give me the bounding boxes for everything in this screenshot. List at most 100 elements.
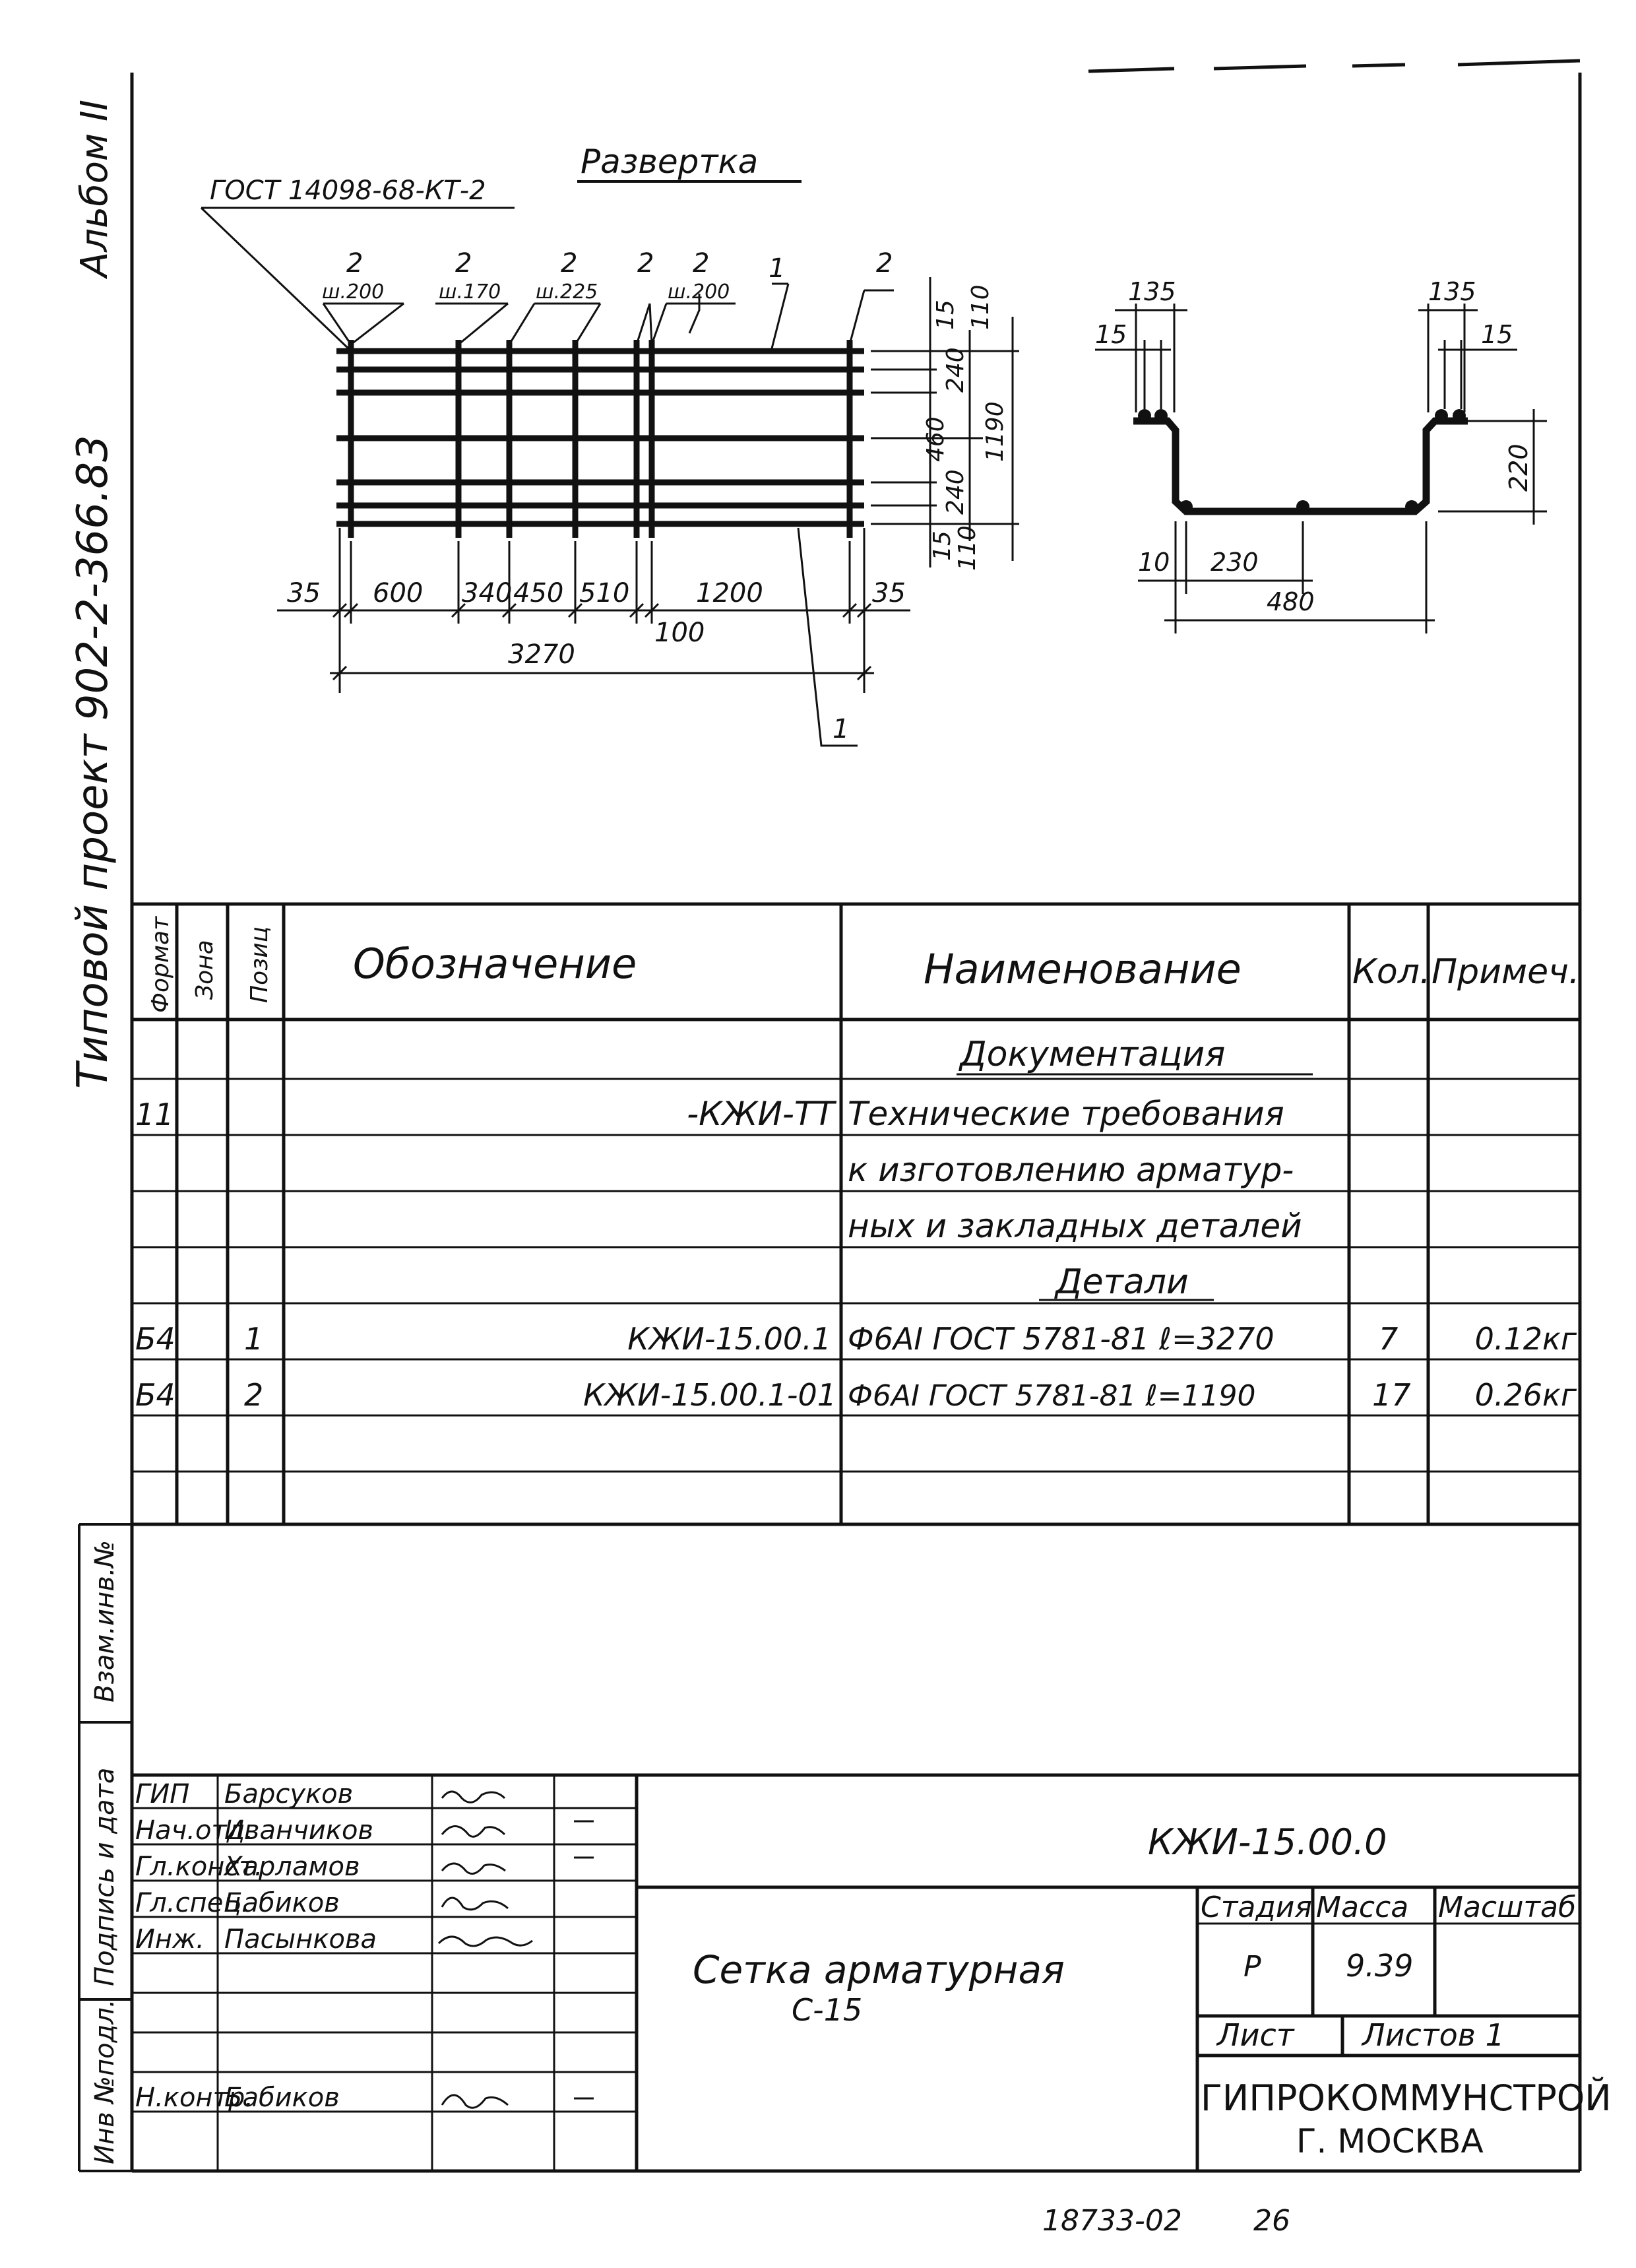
scale-label: Масштаб	[1438, 1891, 1576, 1924]
archive-number: 18733-02	[1042, 2204, 1182, 2238]
row-7-format: Б4	[135, 1377, 175, 1413]
tb-name-engineer: Пасынкова	[224, 1924, 377, 1955]
dim-total-3270: 3270	[508, 639, 575, 670]
row-2-format: 11	[135, 1097, 174, 1132]
dim-35-right: 35	[872, 578, 906, 608]
tb-role-chief-designer: Гл.конст.	[135, 1852, 263, 1882]
dim-600: 600	[373, 578, 423, 608]
callout-pos-6a: 1	[769, 253, 785, 284]
header-format: Формат	[147, 916, 174, 1013]
organization-name: ГИПРОКОММУНСТРОЙ	[1201, 2077, 1612, 2119]
callout-pos-2a: 2	[455, 248, 472, 278]
dim-right-110-top: 110	[967, 284, 994, 330]
callout-step-2a: ш.170	[439, 280, 501, 304]
project-label: Типовой проект 902-2-366.83	[69, 435, 117, 1089]
sheets-label: Листов 1	[1361, 2017, 1505, 2053]
mesh-transverse-bars	[348, 340, 853, 538]
stamp-label-inv-podl: Инв №подл.	[90, 1999, 120, 2164]
dim-510: 510	[579, 578, 629, 608]
dim-right-15-bottom: 15	[929, 531, 956, 561]
row-6-qty: 7	[1379, 1321, 1398, 1357]
dim-100: 100	[654, 618, 705, 648]
dim-right-1190: 1190	[982, 401, 1009, 462]
title-block-grid	[132, 1773, 1580, 2171]
dim-right-240-top: 240	[942, 347, 969, 393]
dim-right-240-bottom: 240	[942, 469, 969, 515]
callout-pos-5a: 2	[693, 248, 709, 278]
row-6-designation: КЖИ-15.00.1	[627, 1321, 831, 1357]
callout-pos-7a: 2	[876, 248, 893, 278]
row-7-position: 2	[244, 1377, 263, 1413]
pos-1-label: 1	[833, 714, 849, 744]
stage-label: Стадия	[1201, 1891, 1312, 1924]
section-dim-15-left: 15	[1095, 320, 1127, 349]
row-2-designation: -КЖИ-ТТ	[687, 1095, 836, 1133]
mass-label: Масса	[1316, 1891, 1408, 1924]
tb-role-norm-control: Н.контр.	[135, 2083, 253, 2113]
dim-340: 340	[462, 578, 512, 608]
callout-pos-3a: 2	[561, 248, 577, 278]
product-mark: С-15	[792, 1992, 862, 2028]
row-6-note: 0.12кг	[1475, 1321, 1577, 1357]
header-note: Примеч.	[1432, 952, 1579, 992]
row-7-designation: КЖИ-15.00.1-01	[583, 1377, 836, 1413]
gost-reference: ГОСТ 14098-68-КТ-2	[210, 176, 486, 206]
row-4-name: ных и закладных деталей	[848, 1207, 1302, 1245]
tb-role-head-dept: Нач.отд.	[135, 1815, 253, 1846]
callout-pos-4a: 2	[637, 248, 654, 278]
row-7-name: Ф6АI ГОСТ 5781-81 ℓ=1190	[848, 1379, 1256, 1413]
tb-name-chief-specialist: Бабиков	[224, 1888, 340, 1918]
section-dim-230: 230	[1211, 548, 1259, 577]
section-dim-220: 220	[1504, 443, 1533, 492]
document-code: КЖИ-15.00.0	[1148, 1821, 1387, 1863]
stamp-label-replacement-inv: Взам.инв.№	[90, 1540, 120, 1702]
tb-role-gip: ГИП	[135, 1779, 189, 1809]
callout-step-3a: ш.225	[536, 280, 598, 304]
row-7-note: 0.26кг	[1475, 1377, 1577, 1413]
dim-right-460: 460	[922, 416, 949, 462]
row-7-qty: 17	[1372, 1377, 1411, 1413]
organization-city: Г. МОСКВА	[1296, 2122, 1484, 2160]
dim-right-110-bottom: 110	[954, 525, 981, 571]
callout-pos-1a: 2	[346, 248, 363, 278]
dim-450: 450	[513, 578, 563, 608]
mesh-longitudinal-bars	[336, 348, 864, 527]
page-number: 26	[1253, 2204, 1290, 2238]
dim-right-15-top: 15	[932, 300, 959, 330]
section-dim-15-right: 15	[1481, 320, 1513, 349]
section-dim-10: 10	[1138, 548, 1170, 577]
cross-section	[1133, 409, 1468, 515]
header-zone: Зона	[191, 940, 218, 1000]
section-dim-480: 480	[1267, 587, 1315, 616]
signatures	[437, 1790, 594, 2109]
row-heading-documentation: Документация	[959, 1035, 1225, 1074]
dim-35-left: 35	[287, 578, 321, 608]
row-2-name: Технические требования	[848, 1095, 1284, 1133]
spec-table-grid	[132, 902, 1580, 1526]
row-6-format: Б4	[135, 1321, 175, 1357]
stamp-label-signature-date: Подпись и дата	[90, 1768, 120, 1986]
product-name: Сетка арматурная	[693, 1947, 1065, 1992]
row-6-position: 1	[244, 1321, 263, 1357]
callout-step-1a: ш.200	[322, 280, 384, 304]
tb-role-chief-specialist: Гл.спец.	[135, 1888, 249, 1918]
tb-role-engineer: Инж.	[135, 1924, 204, 1955]
drawing-title: Развертка	[581, 143, 758, 181]
dim-1200: 1200	[696, 578, 763, 608]
row-3-name: к изготовлению арматур-	[848, 1151, 1294, 1189]
section-dim-135-right: 135	[1428, 277, 1476, 306]
header-name: Наименование	[924, 945, 1242, 993]
header-qty: Кол.	[1352, 952, 1431, 992]
row-6-name: Ф6АI ГОСТ 5781-81 ℓ=3270	[848, 1321, 1274, 1357]
header-position: Позиц	[246, 926, 273, 1003]
mass-value: 9.39	[1346, 1948, 1413, 1984]
tb-name-chief-designer: Харламов	[223, 1852, 360, 1882]
row-heading-details: Детали	[1054, 1262, 1189, 1302]
sheet-label: Лист	[1216, 2017, 1295, 2053]
stage-value: Р	[1243, 1950, 1261, 1984]
section-dim-135-left: 135	[1128, 277, 1176, 306]
header-designation: Обозначение	[353, 940, 637, 988]
tb-name-head-dept: Иванчиков	[224, 1815, 373, 1846]
album-label: Альбом II	[73, 100, 116, 279]
